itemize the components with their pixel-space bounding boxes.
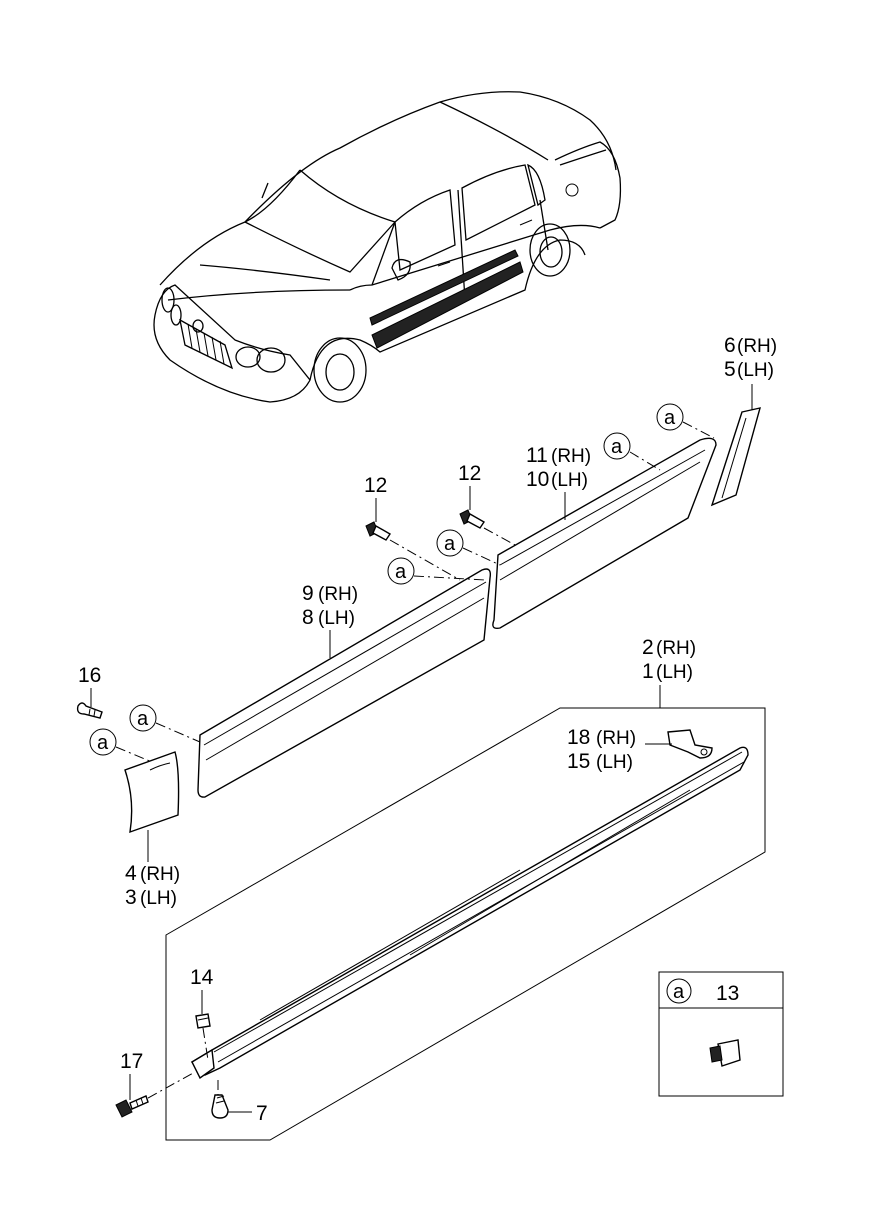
callout-5-side: (LH) bbox=[737, 360, 774, 381]
legend-symbol: a bbox=[673, 981, 685, 1003]
clip-ref-a-3: a bbox=[436, 529, 464, 557]
callout-7-num: 7 bbox=[256, 1102, 268, 1125]
callout-12-right-num: 12 bbox=[458, 462, 481, 485]
callout-5-num: 5 bbox=[724, 358, 736, 381]
car-illustration bbox=[153, 91, 622, 403]
legend-box: a 13 bbox=[658, 971, 784, 1097]
part-rear-door-molding bbox=[492, 437, 717, 630]
svg-text:a: a bbox=[137, 708, 149, 730]
part-clip-14 bbox=[195, 1013, 211, 1029]
legend-part-number: 13 bbox=[716, 982, 739, 1005]
callout-1-side: (LH) bbox=[656, 662, 693, 683]
svg-text:a: a bbox=[611, 436, 623, 458]
callout-1-num: 1 bbox=[642, 660, 654, 683]
callout-2-side: (RH) bbox=[656, 638, 696, 659]
callout-17-num: 17 bbox=[120, 1050, 143, 1073]
callout-11-side: (RH) bbox=[551, 446, 591, 467]
part-screw-7 bbox=[211, 1094, 229, 1119]
part-screw-12-right bbox=[459, 509, 485, 529]
part-front-door-molding bbox=[197, 568, 492, 798]
callout-15-num: 15 bbox=[567, 750, 590, 773]
callout-6-num: 6 bbox=[724, 334, 736, 357]
callout-4-num: 4 bbox=[125, 862, 137, 885]
callout-18-num: 18 bbox=[567, 726, 590, 749]
svg-text:a: a bbox=[444, 533, 456, 555]
clip-ref-a-2: a bbox=[603, 432, 631, 460]
clip-ref-a-4: a bbox=[387, 557, 415, 585]
callout-10-num: 10 bbox=[526, 468, 549, 491]
callout-8-num: 8 bbox=[302, 606, 314, 629]
part-screw-12-left bbox=[365, 521, 391, 541]
callout-3-side: (LH) bbox=[140, 888, 177, 909]
callout-4-side: (RH) bbox=[140, 864, 180, 885]
callout-8-side: (LH) bbox=[318, 608, 355, 629]
clip-ref-a-6: a bbox=[89, 728, 117, 756]
callout-2-num: 2 bbox=[642, 636, 654, 659]
clip-ref-a-1: a bbox=[656, 403, 684, 431]
part-rear-garnish bbox=[710, 407, 761, 507]
svg-text:a: a bbox=[97, 732, 109, 754]
part-screw-16 bbox=[76, 702, 103, 719]
callout-11-num: 11 bbox=[526, 444, 548, 467]
clip-ref-a-5: a bbox=[129, 704, 157, 732]
callout-6-side: (RH) bbox=[737, 336, 777, 357]
callout-10-side: (LH) bbox=[551, 470, 588, 491]
callout-9-side: (RH) bbox=[318, 584, 358, 605]
callout-18-side: (RH) bbox=[596, 728, 636, 749]
part-bracket bbox=[667, 729, 713, 759]
svg-text:a: a bbox=[395, 561, 407, 583]
svg-text:a: a bbox=[664, 407, 676, 429]
callout-16-num: 16 bbox=[78, 664, 101, 687]
part-side-sill-molding bbox=[190, 746, 749, 1080]
part-bolt-17 bbox=[115, 1095, 149, 1118]
callout-9-num: 9 bbox=[302, 582, 314, 605]
callout-14-num: 14 bbox=[190, 966, 214, 989]
part-front-garnish bbox=[124, 751, 180, 834]
sill-group-outline bbox=[165, 707, 766, 1141]
callout-12-left-num: 12 bbox=[364, 474, 387, 497]
callout-15-side: (LH) bbox=[596, 752, 633, 773]
callout-3-num: 3 bbox=[125, 886, 137, 909]
